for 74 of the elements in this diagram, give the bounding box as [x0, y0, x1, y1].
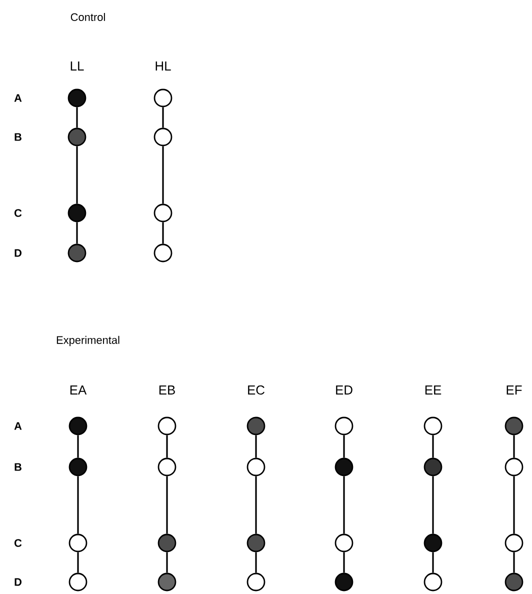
marker-circle — [246, 458, 266, 476]
marker-circle — [158, 572, 176, 592]
marker-circle — [68, 204, 86, 222]
connecting-line — [77, 552, 79, 573]
marker-circle — [334, 416, 354, 436]
column-label: EF — [506, 386, 522, 394]
group-heading: Control — [70, 12, 105, 22]
row-label: A — [14, 94, 22, 102]
connecting-line — [343, 476, 345, 534]
column-label: ED — [336, 386, 352, 394]
connecting-line — [513, 435, 515, 458]
row-label: D — [14, 578, 22, 586]
connecting-line — [432, 476, 434, 534]
connecting-line — [77, 476, 79, 534]
marker-circle — [504, 416, 524, 436]
marker-circle — [154, 204, 172, 222]
row-label: B — [14, 463, 22, 471]
marker-circle — [154, 244, 172, 262]
marker-circle — [334, 458, 354, 476]
connecting-line — [76, 107, 78, 128]
marker-circle — [334, 572, 354, 592]
connecting-line — [343, 435, 345, 458]
connecting-line — [343, 552, 345, 573]
connecting-line — [255, 476, 257, 534]
marker-circle — [158, 534, 176, 552]
connecting-line — [255, 552, 257, 573]
connecting-line — [76, 222, 78, 244]
marker-circle — [504, 572, 524, 592]
marker-circle — [246, 534, 266, 552]
row-label: C — [14, 539, 22, 547]
marker-circle — [68, 88, 86, 108]
marker-circle — [424, 458, 442, 476]
connecting-line — [76, 146, 78, 204]
connecting-line — [255, 435, 257, 458]
connecting-line — [513, 476, 515, 534]
row-label: A — [14, 422, 22, 430]
marker-circle — [154, 128, 172, 146]
connecting-line — [162, 222, 164, 244]
row-label: B — [14, 133, 22, 141]
column-label: EB — [159, 386, 175, 394]
marker-circle — [246, 572, 266, 592]
connecting-line — [166, 552, 168, 573]
connecting-line — [162, 107, 164, 128]
marker-circle — [246, 416, 266, 436]
marker-circle — [424, 416, 442, 436]
connecting-line — [432, 552, 434, 573]
row-label: D — [14, 249, 22, 257]
marker-circle — [424, 534, 442, 552]
marker-circle — [154, 88, 172, 108]
marker-circle — [68, 458, 88, 476]
marker-circle — [68, 244, 86, 262]
connecting-line — [166, 435, 168, 458]
marker-circle — [68, 416, 88, 436]
connecting-line — [162, 146, 164, 204]
marker-circle — [68, 572, 88, 592]
connecting-line — [513, 552, 515, 573]
connecting-line — [77, 435, 79, 458]
column-label: HL — [156, 62, 171, 70]
marker-circle — [68, 128, 86, 146]
marker-circle — [158, 416, 176, 436]
connecting-line — [432, 435, 434, 458]
marker-circle — [424, 572, 442, 592]
column-label: EA — [70, 386, 87, 394]
marker-circle — [504, 534, 524, 552]
marker-circle — [68, 534, 88, 552]
column-label: LL — [70, 62, 84, 70]
marker-circle — [504, 458, 524, 476]
group-heading: Experimental — [56, 336, 120, 346]
marker-circle — [334, 534, 354, 552]
marker-circle — [158, 458, 176, 476]
column-label: EE — [425, 386, 442, 394]
row-label: C — [14, 209, 22, 217]
connecting-line — [166, 476, 168, 534]
column-label: EC — [248, 385, 264, 395]
